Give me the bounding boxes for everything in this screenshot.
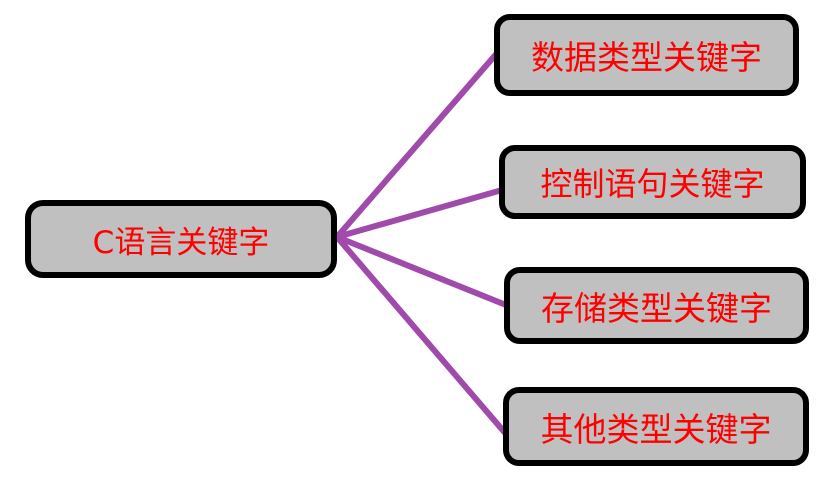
node-root-label: C语言关键字 <box>92 224 270 261</box>
node-storage-type-keywords[interactable]: 存储类型关键字 <box>504 267 809 344</box>
connector-root-to-data-type <box>334 49 501 240</box>
node-other-type-keywords[interactable]: 其他类型关键字 <box>503 387 809 466</box>
node-data-type-keywords-label: 数据类型关键字 <box>531 38 762 77</box>
node-root[interactable]: C语言关键字 <box>25 200 337 278</box>
connector-root-to-control-statement <box>334 187 505 240</box>
connector-root-to-other-type <box>334 234 509 437</box>
node-control-statement-keywords-label: 控制语句关键字 <box>540 165 765 203</box>
node-storage-type-keywords-label: 存储类型关键字 <box>541 288 772 328</box>
node-control-statement-keywords[interactable]: 控制语句关键字 <box>499 145 806 219</box>
connector-root-to-storage-type <box>334 234 509 308</box>
node-data-type-keywords[interactable]: 数据类型关键字 <box>494 14 799 96</box>
node-other-type-keywords-label: 其他类型关键字 <box>540 409 772 449</box>
